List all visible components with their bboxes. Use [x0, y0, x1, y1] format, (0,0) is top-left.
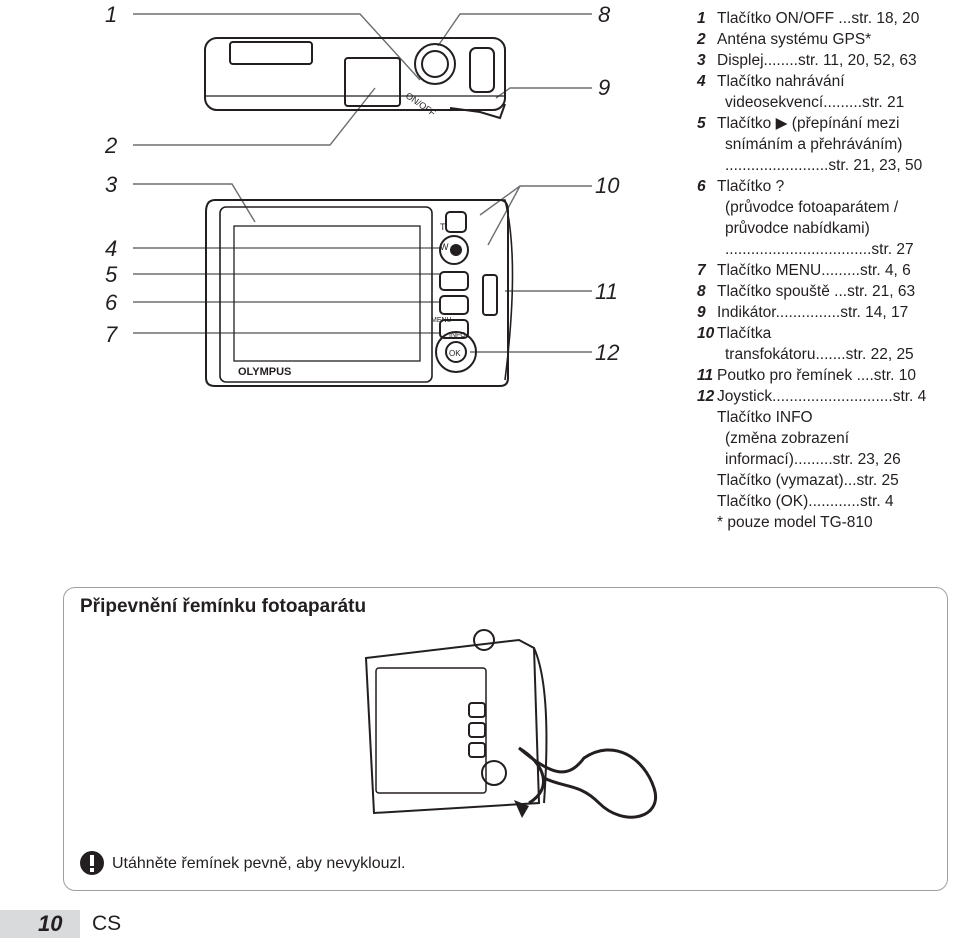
page-number-tab [0, 910, 80, 938]
legend-extra: Tlačítko (vymazat)...str. 25 [717, 472, 899, 489]
legend-item-cont: (průvodce fotoaparátem / [725, 199, 899, 216]
legend-item-cont: průvodce nabídkami) [725, 220, 870, 237]
callout-number: 3 [105, 172, 118, 197]
callout-number: 4 [105, 236, 118, 261]
zoom-t-label: T [440, 222, 446, 232]
legend-item-cont: ........................str. 21, 23, 50 [725, 157, 923, 174]
language-code: CS [92, 912, 122, 935]
callout-number: 12 [595, 340, 620, 365]
page-number: 10 [38, 911, 63, 936]
camera-diagram: ON/OFF OLYMPUS T W MENU INFO OK [133, 13, 592, 387]
dial-label: ON/OFF [404, 90, 438, 118]
callout-number: 8 [598, 2, 611, 27]
legend-item-cont: ..................................str. 2… [725, 241, 914, 258]
section-title: Připevnění řemínku fotoaparátu [80, 596, 367, 617]
menu-label: MENU [431, 317, 452, 324]
footnote: * pouze model TG-810 [717, 514, 873, 531]
legend-item-cont: transfokátoru.......str. 22, 25 [725, 346, 914, 363]
legend-extra: Tlačítko INFO [717, 409, 813, 426]
callout-number: 7 [105, 322, 118, 347]
callout-number: 11 [595, 279, 618, 304]
warning-icon [80, 851, 104, 875]
legend-item-cont: videosekvencí.........str. 21 [725, 94, 905, 111]
callout-number: 10 [595, 173, 620, 198]
ok-label: OK [449, 349, 461, 358]
legend-item-cont: snímáním a přehráváním) [725, 136, 903, 153]
callout-number: 6 [105, 290, 118, 315]
callout-number: 9 [598, 75, 611, 100]
legend-extra: (změna zobrazení [725, 430, 850, 447]
zoom-w-label: W [440, 242, 449, 252]
callout-number: 1 [105, 2, 118, 27]
strap-section: Připevnění řemínku fotoaparátu Utáhněte … [63, 587, 948, 891]
legend-extra: Tlačítko (OK)............str. 4 [717, 493, 894, 510]
callout-number: 5 [105, 262, 118, 287]
callout-number: 2 [105, 133, 118, 158]
brand-logo: OLYMPUS [238, 366, 291, 378]
legend-extra: informací).........str. 23, 26 [725, 451, 901, 468]
warning-note: Utáhněte řemínek pevně, aby nevyklouzl. [112, 855, 406, 872]
strap-illustration [364, 629, 658, 819]
info-label: INFO [449, 332, 466, 339]
